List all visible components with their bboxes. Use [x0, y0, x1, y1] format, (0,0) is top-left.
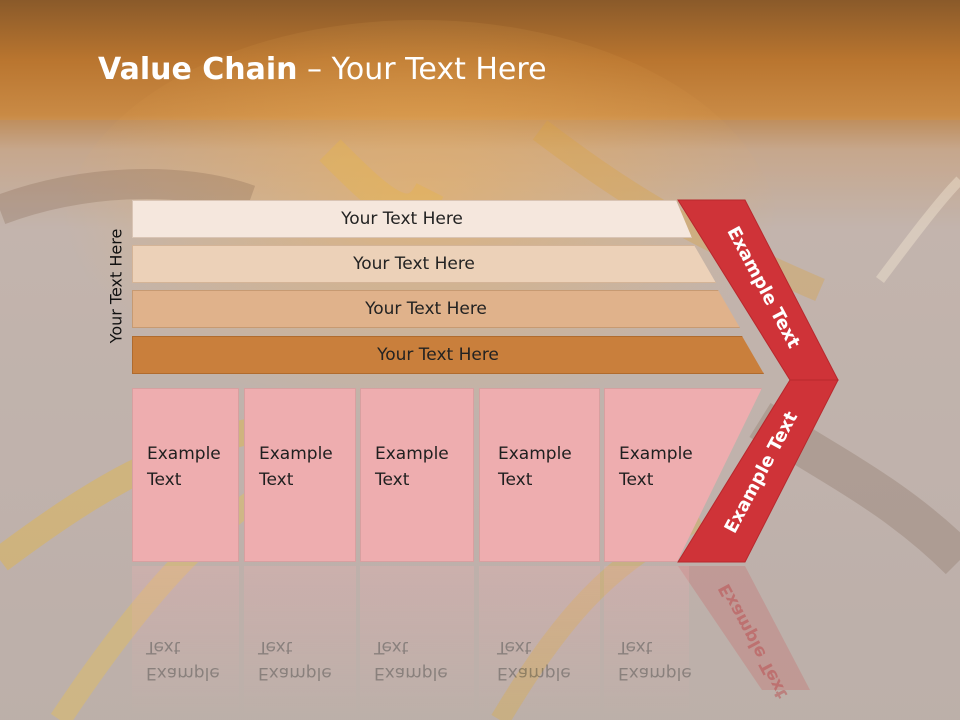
example-box-4: Example Text — [479, 388, 600, 562]
example-box-4-line1: Example — [498, 444, 572, 464]
title-bold-part: Value Chain — [98, 52, 298, 87]
bar-4-label: Your Text Here — [377, 345, 499, 365]
bar-2: Your Text Here — [132, 245, 716, 283]
reflection-box-2 — [244, 566, 356, 716]
example-box-1-line2: Text — [147, 470, 182, 490]
bar-3: Your Text Here — [132, 290, 740, 328]
title-rest-part: – Your Text Here — [297, 52, 547, 87]
bar-2-label: Your Text Here — [353, 254, 475, 274]
reflection-box-4 — [479, 566, 600, 716]
example-box-2-line2: Text — [259, 470, 294, 490]
example-box-5-line2: Text — [619, 470, 654, 490]
bar-1-label: Your Text Here — [341, 209, 463, 229]
example-box-3: Example Text — [360, 388, 474, 562]
vertical-side-label-text: Your Text Here — [106, 228, 126, 344]
example-box-2-line1: Example — [259, 444, 333, 464]
example-box-4-line2: Text — [498, 470, 533, 490]
reflection-box-5 — [604, 566, 689, 716]
example-box-1-line1: Example — [147, 444, 221, 464]
example-box-3-line1: Example — [375, 444, 449, 464]
example-box-3-line2: Text — [375, 470, 410, 490]
reflection-box-3 — [360, 566, 474, 716]
bar-3-label: Your Text Here — [365, 299, 487, 319]
example-box-2: Example Text — [244, 388, 356, 562]
bar-4: Your Text Here — [132, 336, 764, 374]
reflection-box-1 — [132, 566, 239, 716]
example-box-5-line1: Example — [619, 444, 693, 464]
bar-1: Your Text Here — [132, 200, 692, 238]
slide-title: Value Chain – Your Text Here — [98, 52, 547, 87]
example-box-1: Example Text — [132, 388, 239, 562]
reflection-arrow-text: Example Text — [714, 580, 793, 702]
